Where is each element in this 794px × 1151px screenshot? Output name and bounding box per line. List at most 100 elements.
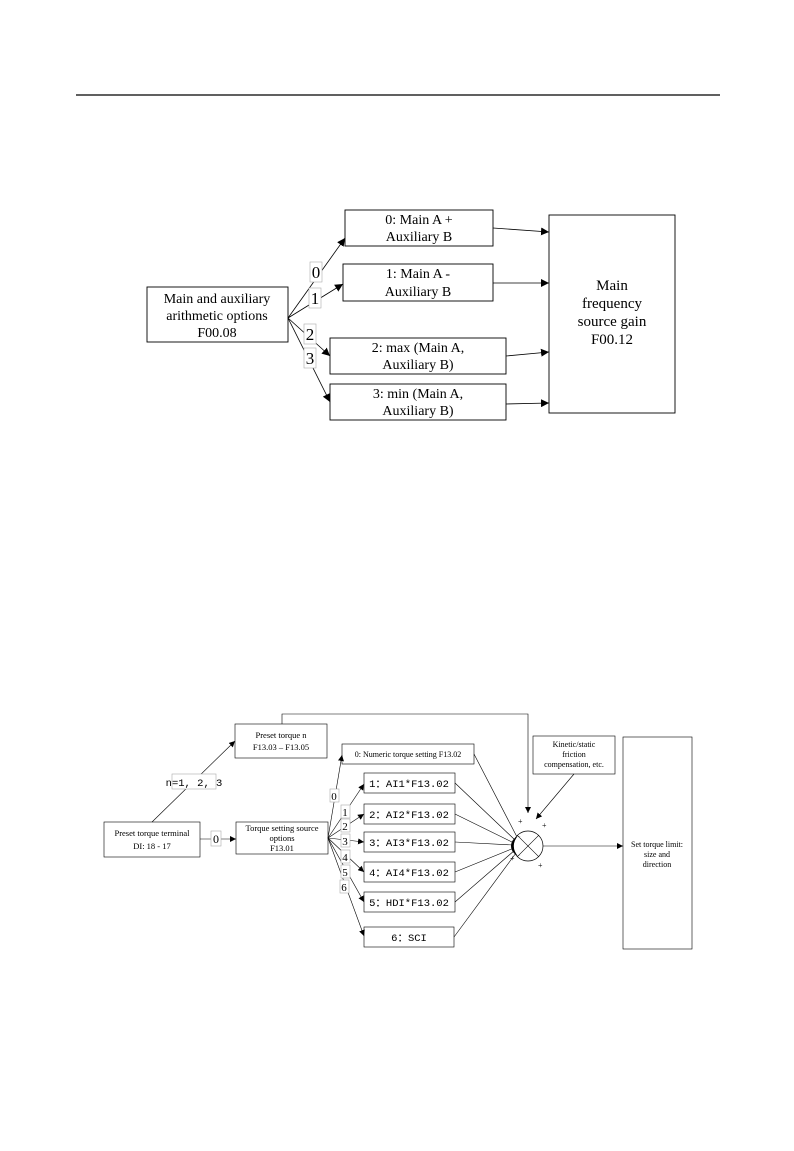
friction-line-3: compensation, etc. — [544, 760, 604, 769]
line-option-2-to-sum — [454, 813, 515, 844]
target-line-3: source gain — [578, 314, 647, 330]
svg-text:2：AI2*F13.02: 2：AI2*F13.02 — [369, 810, 449, 822]
plus-sign-left: + — [510, 854, 515, 863]
option-box-3: 3: min (Main A, Auxiliary B) — [329, 383, 507, 421]
svg-text:5：HDI*F13.02: 5：HDI*F13.02 — [369, 898, 449, 910]
torque-limit-box: Set torque limit: size and direction — [622, 736, 693, 950]
option-box-2: 2: max (Main A, Auxiliary B) — [329, 337, 507, 375]
arrow-option-0-to-target — [492, 227, 550, 236]
svg-text:3: 3 — [342, 836, 348, 848]
option-2-line-2: Auxiliary B) — [382, 358, 453, 373]
friction-box: Kinetic/static friction compensation, et… — [532, 735, 616, 775]
svg-text:6: 6 — [341, 882, 347, 894]
arrow-friction-to-sum — [535, 773, 575, 820]
line-option-1-to-sum — [454, 782, 516, 841]
svg-text:0: 0 — [312, 263, 321, 282]
svg-text:1：AI1*F13.02: 1：AI1*F13.02 — [369, 779, 449, 791]
limit-line-3: direction — [643, 860, 671, 869]
svg-text:2: 2 — [342, 821, 348, 833]
svg-text:1: 1 — [342, 807, 348, 819]
line-option-3-to-sum — [454, 841, 514, 846]
arrow-option-3-to-target — [505, 399, 550, 408]
option-2-line-1: 2: max (Main A, — [372, 341, 465, 356]
index-label-3: 3 — [303, 347, 317, 369]
torque-option-2: 2：AI2*F13.02 — [363, 803, 456, 825]
plus-sign-bottom: + — [538, 861, 543, 870]
index-label-0: 0 — [309, 261, 323, 283]
preset-feedback-line — [281, 713, 531, 813]
source-box: Main and auxiliary arithmetic options F0… — [146, 286, 289, 343]
preset-box: Preset torque n F13.03 – F13.05 — [234, 723, 328, 759]
svg-text:5: 5 — [342, 867, 348, 879]
line-option-6-to-sum — [453, 852, 517, 938]
svg-text:6：SCI: 6：SCI — [391, 933, 427, 945]
svg-text:n=1, 2, 3: n=1, 2, 3 — [166, 778, 223, 790]
svg-text:0: 0 — [213, 832, 219, 846]
terminal-line-1: Preset torque terminal — [114, 828, 190, 838]
terminal-line-2: DI: 18 - 17 — [133, 841, 171, 851]
line-option-4-to-sum — [454, 847, 515, 873]
torque-index-5: 5 — [340, 864, 351, 879]
svg-text:1: 1 — [311, 289, 320, 308]
option-3-line-2: Auxiliary B) — [382, 404, 453, 419]
option-0-line-1: 0: Main A + — [385, 213, 453, 228]
limit-line-2: size and — [644, 850, 670, 859]
torque-source-diagram: Preset torque terminal DI: 18 - 17 Prese… — [103, 713, 693, 950]
torque-option-3: 3：AI3*F13.02 — [363, 831, 456, 853]
line-option-0-to-sum — [473, 753, 518, 838]
torque-source-line-2: options — [269, 833, 294, 843]
limit-line-1: Set torque limit: — [631, 840, 683, 849]
torque-source-line-3: F13.01 — [270, 843, 294, 853]
target-line-2: frequency — [582, 296, 642, 312]
torque-index-6: 6 — [339, 879, 350, 894]
target-line-4: F00.12 — [591, 332, 633, 348]
terminal-box: Preset torque terminal DI: 18 - 17 — [103, 821, 201, 858]
arithmetic-options-diagram: Main and auxiliary arithmetic options F0… — [146, 209, 676, 421]
arrow-option-2-to-target — [505, 348, 550, 357]
svg-text:0: Numeric torque setting F13.: 0: Numeric torque setting F13.02 — [355, 750, 461, 759]
svg-text:4: 4 — [342, 852, 348, 864]
friction-line-2: friction — [562, 750, 586, 759]
torque-source-line-1: Torque setting source — [245, 823, 318, 833]
option-box-1: 1: Main A - Auxiliary B — [342, 263, 494, 302]
index-label-1: 1 — [308, 287, 322, 309]
torque-source-box: Torque setting source options F13.01 — [235, 821, 329, 855]
friction-line-1: Kinetic/static — [553, 740, 596, 749]
torque-option-4: 4：AI4*F13.02 — [363, 861, 456, 883]
option-3-line-1: 3: min (Main A, — [373, 387, 463, 402]
svg-text:2: 2 — [306, 325, 315, 344]
svg-text:0: 0 — [331, 791, 337, 803]
svg-text:3：AI3*F13.02: 3：AI3*F13.02 — [369, 838, 449, 850]
torque-index-0: 0 — [329, 788, 340, 803]
plus-sign-top: + — [518, 817, 523, 826]
preset-line-2: F13.03 – F13.05 — [253, 742, 309, 752]
summing-junction — [511, 830, 544, 862]
source-line-2: arithmetic options — [166, 309, 267, 324]
torque-index-1: 1 — [340, 804, 351, 819]
torque-index-4: 4 — [340, 849, 351, 864]
target-box: Main frequency source gain F00.12 — [548, 214, 676, 414]
torque-option-5: 5：HDI*F13.02 — [363, 891, 456, 913]
option-0-line-2: Auxiliary B — [386, 230, 453, 245]
zero-selection-label: 0 — [210, 830, 222, 847]
torque-index-2: 2 — [340, 818, 351, 833]
option-1-line-1: 1: Main A - — [386, 267, 451, 282]
torque-option-6: 6：SCI — [363, 926, 455, 948]
plus-sign-friction: + — [542, 821, 547, 830]
torque-option-0: 0: Numeric torque setting F13.02 — [341, 743, 475, 765]
preset-selection-label: n=1, 2, 3 — [166, 773, 223, 790]
svg-text:4：AI4*F13.02: 4：AI4*F13.02 — [369, 868, 449, 880]
option-box-0: 0: Main A + Auxiliary B — [344, 209, 494, 247]
torque-index-3: 3 — [340, 833, 351, 848]
line-option-5-to-sum — [454, 849, 516, 903]
index-label-2: 2 — [303, 323, 317, 345]
option-1-line-2: Auxiliary B — [385, 285, 452, 300]
preset-line-1: Preset torque n — [256, 730, 308, 740]
source-line-1: Main and auxiliary — [164, 292, 271, 307]
svg-text:3: 3 — [306, 349, 315, 368]
target-line-1: Main — [596, 278, 628, 294]
torque-option-1: 1：AI1*F13.02 — [363, 772, 456, 794]
source-line-3: F00.08 — [197, 326, 236, 341]
